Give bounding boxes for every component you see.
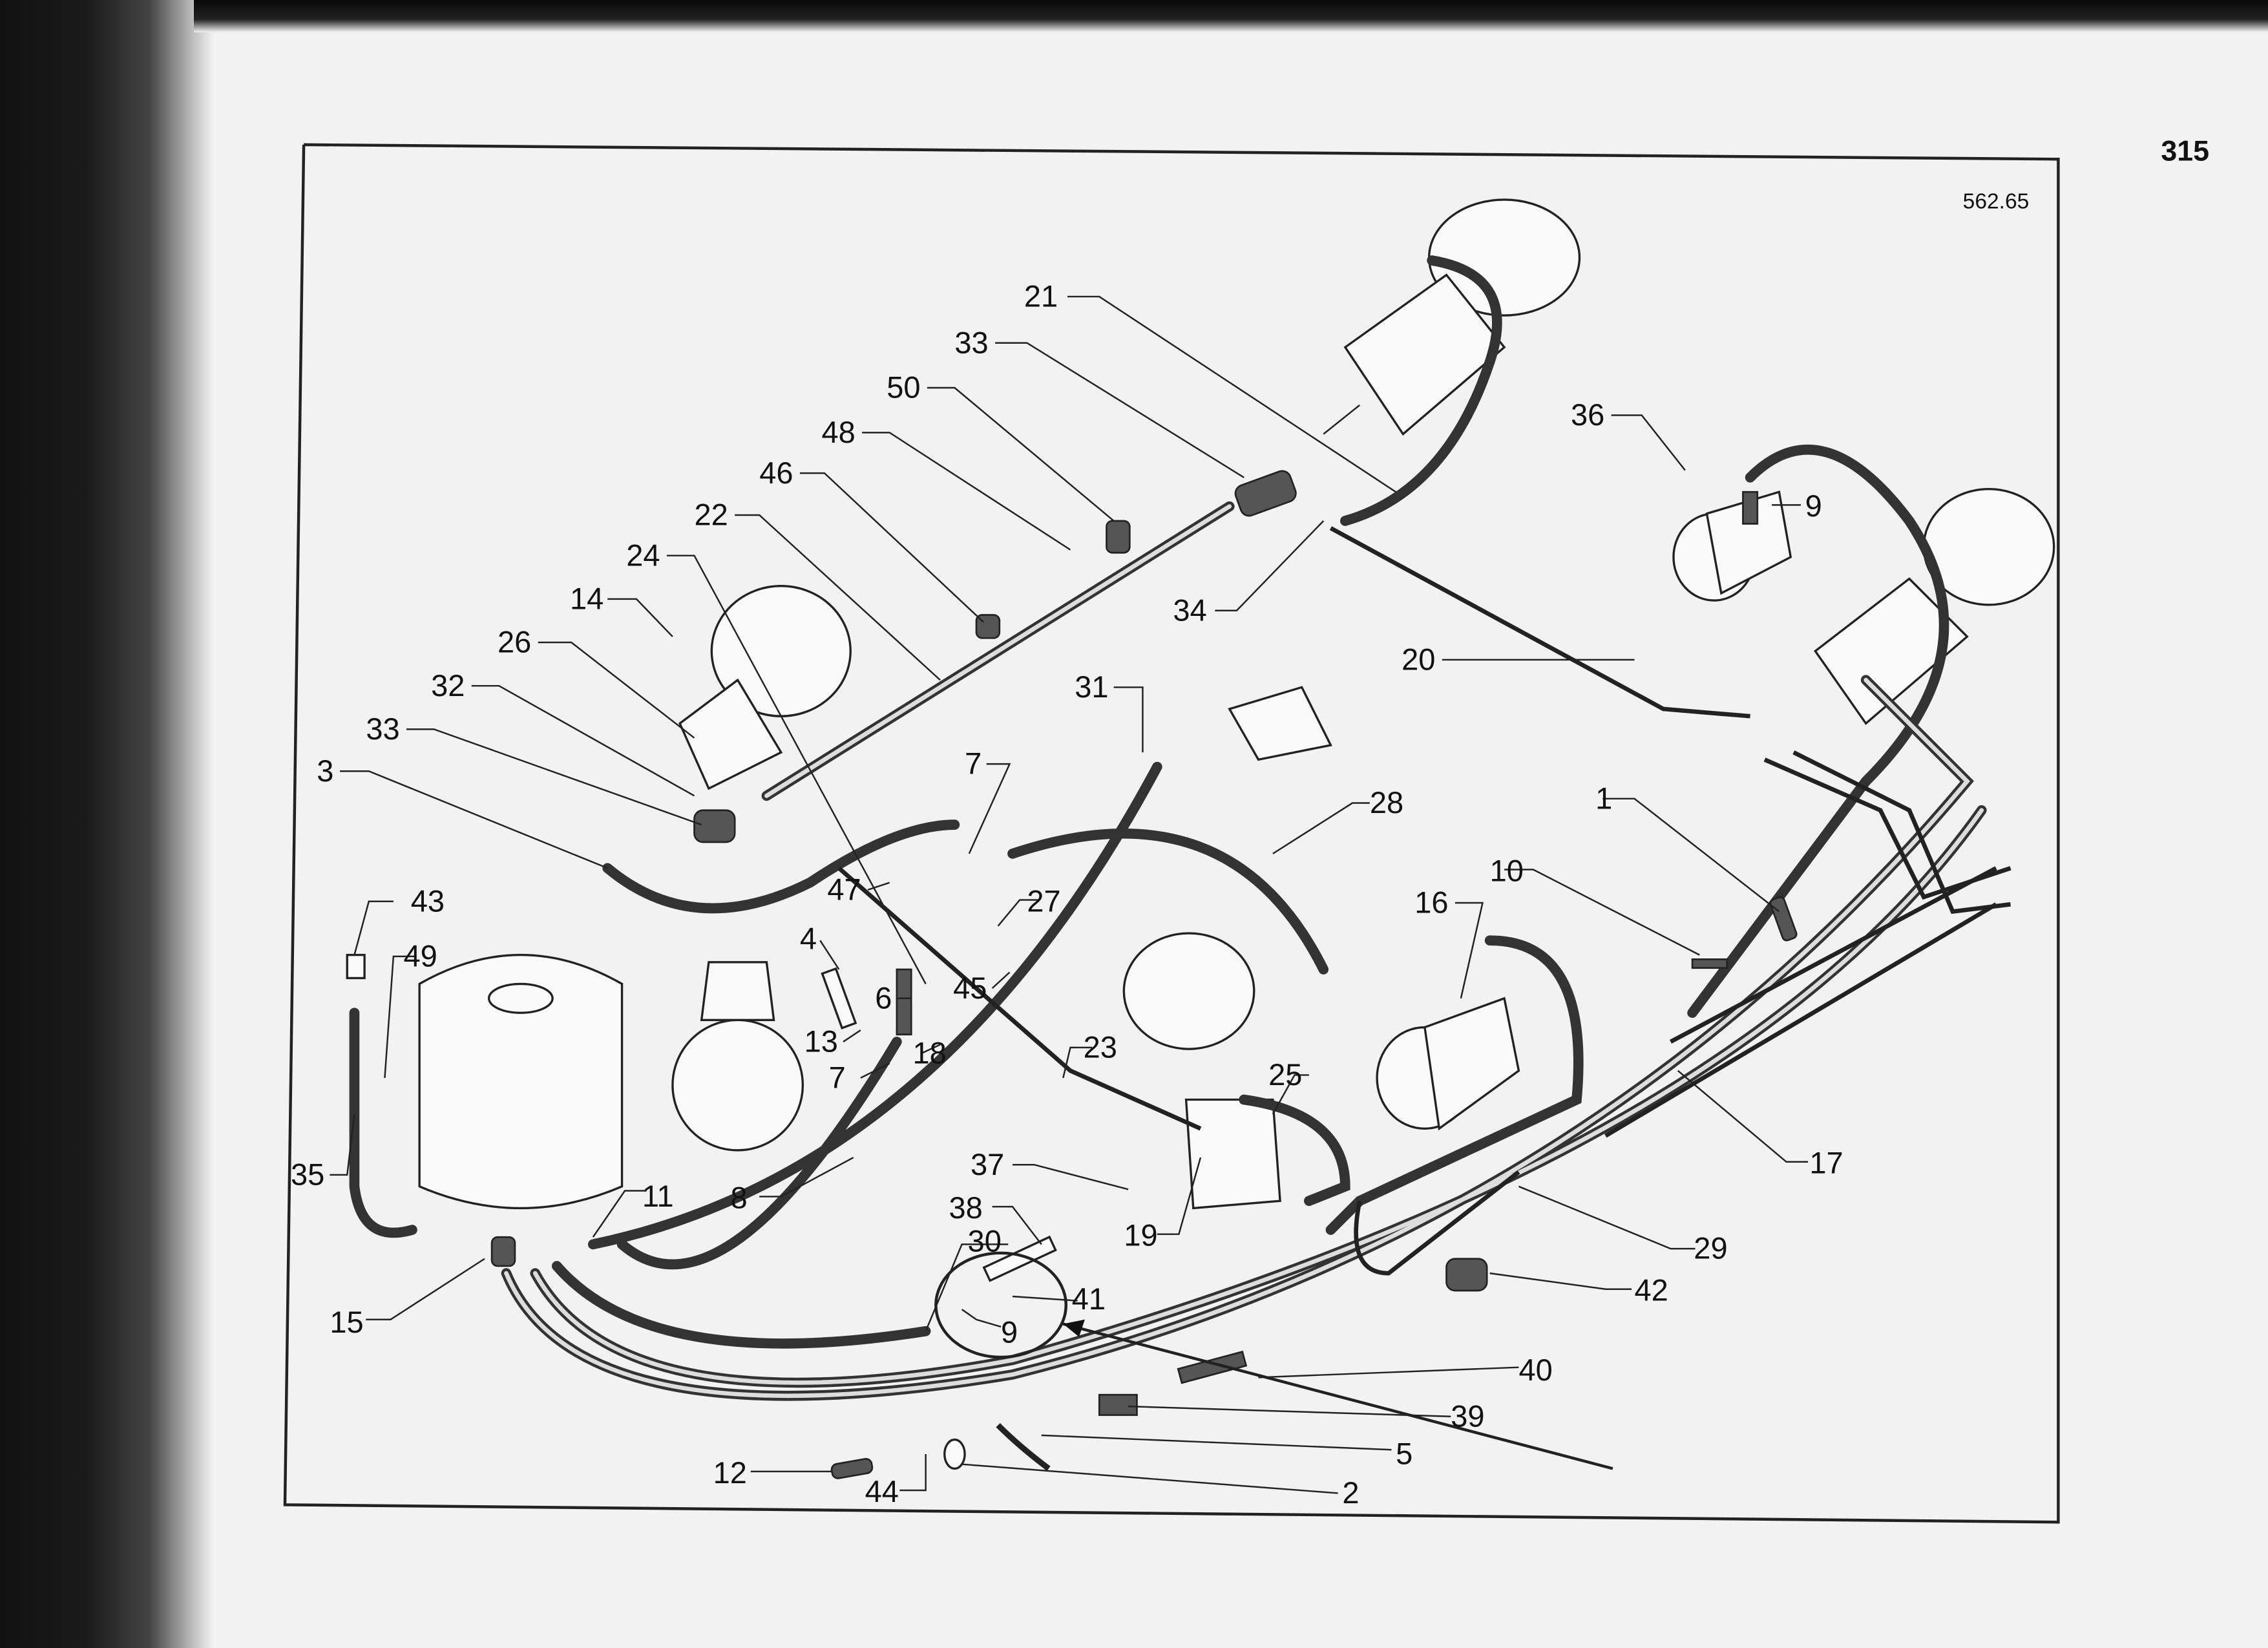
callout-27: 27	[1027, 883, 1060, 918]
callout-37: 37	[971, 1147, 1004, 1181]
leader-lines	[330, 295, 1809, 1494]
page-number: 315	[2161, 135, 2209, 167]
callout-18: 18	[913, 1036, 947, 1070]
callout-33-left: 33	[366, 712, 399, 746]
callout-labels: 21 33 50 48 46 22 24 14 26 32 33 3 31 7 …	[291, 279, 1843, 1510]
callout-40: 40	[1518, 1353, 1552, 1387]
callout-4: 4	[800, 922, 817, 956]
callout-34: 34	[1173, 593, 1206, 627]
callout-9: 9	[1805, 489, 1822, 523]
callout-28: 28	[1370, 785, 1403, 819]
main-accumulator	[671, 961, 804, 1152]
callout-25: 25	[1268, 1057, 1302, 1092]
callout-2: 2	[1342, 1475, 1359, 1510]
callout-45: 45	[953, 971, 987, 1005]
callout-22: 22	[694, 498, 728, 532]
callout-21: 21	[1024, 279, 1058, 313]
callout-36: 36	[1571, 397, 1604, 432]
callout-9-detail: 9	[1001, 1315, 1018, 1349]
callout-13: 13	[804, 1024, 838, 1059]
callout-39: 39	[1451, 1399, 1484, 1433]
callout-48: 48	[821, 415, 855, 449]
callout-49: 49	[404, 939, 437, 973]
callout-38: 38	[949, 1190, 982, 1225]
callout-19: 19	[1124, 1218, 1157, 1252]
scan-binding-shadow	[0, 0, 213, 1648]
scan-top-shadow	[194, 0, 2268, 32]
drawing-reference: 562.65	[1963, 189, 2030, 213]
callout-41: 41	[1072, 1282, 1106, 1316]
callout-30: 30	[968, 1224, 1002, 1258]
brake-valve-left	[1376, 997, 1520, 1131]
diagram-frame	[283, 143, 2060, 1524]
sphere-accumulator-rear-left	[678, 585, 852, 790]
callout-16: 16	[1414, 885, 1448, 920]
brake-valve-right	[1672, 491, 1792, 602]
callout-24: 24	[626, 538, 660, 572]
callout-3: 3	[317, 754, 333, 788]
pressure-regulator	[1122, 932, 1281, 1210]
callout-43: 43	[411, 883, 445, 918]
callout-7-lower: 7	[829, 1061, 846, 1095]
sphere-accumulator-right	[1814, 488, 2055, 725]
callout-44: 44	[865, 1474, 899, 1508]
pipes	[837, 526, 2011, 1276]
callout-29: 29	[1694, 1231, 1727, 1265]
callout-1: 1	[1595, 781, 1612, 815]
callout-10: 10	[1490, 853, 1524, 887]
callout-17: 17	[1809, 1146, 1843, 1180]
callout-14: 14	[570, 582, 604, 616]
small-fittings	[346, 470, 1798, 1479]
callout-26: 26	[498, 625, 531, 659]
callout-23: 23	[1084, 1030, 1117, 1064]
callout-15: 15	[330, 1305, 363, 1339]
parts-artwork	[346, 198, 2055, 1479]
callout-42: 42	[1635, 1273, 1668, 1307]
callout-6: 6	[875, 980, 892, 1015]
reservoir-tank	[418, 954, 624, 1209]
callout-8: 8	[730, 1180, 747, 1214]
callout-20: 20	[1402, 642, 1435, 677]
callout-31: 31	[1075, 670, 1108, 704]
junction-block	[1228, 686, 1332, 761]
callout-33: 33	[954, 325, 988, 359]
callout-47: 47	[827, 872, 861, 907]
callout-7: 7	[965, 746, 982, 781]
callout-5: 5	[1396, 1437, 1412, 1471]
callout-32: 32	[431, 668, 465, 703]
sphere-accumulator-front-left	[1323, 198, 1581, 436]
callout-50: 50	[887, 370, 920, 405]
callout-46: 46	[759, 456, 793, 490]
callout-35: 35	[291, 1157, 324, 1192]
callout-11: 11	[642, 1179, 674, 1213]
callout-12: 12	[713, 1455, 747, 1490]
